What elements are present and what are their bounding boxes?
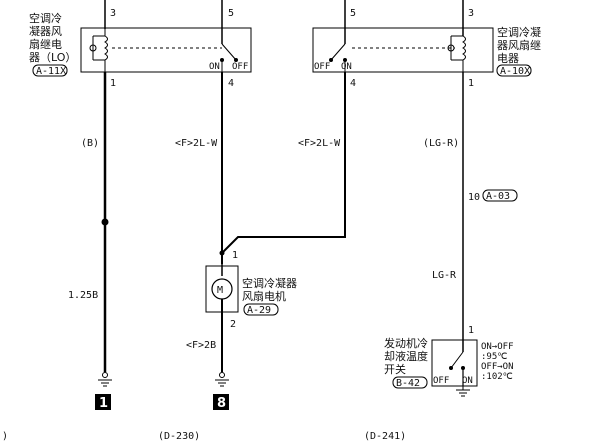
motor-pin-bottom: 2: [230, 319, 236, 330]
temp-switch-name: 发动机冷: [384, 336, 428, 350]
footer-left: ): [2, 431, 8, 441]
svg-text:电器: 电器: [497, 52, 519, 65]
temp-spec-2: :95℃: [481, 352, 507, 362]
switch-right-pin-top: 5: [350, 8, 356, 19]
temp-switch-pin: 1: [468, 325, 474, 336]
relay-lo-code: A-11X: [36, 66, 66, 77]
motor-code: A-29: [247, 305, 271, 316]
switch-left-off: OFF: [232, 62, 248, 72]
wire-lgr-paren-label: (LG-R): [423, 138, 459, 149]
splice-icon: [101, 218, 109, 226]
switch-right-on: ON: [341, 62, 352, 72]
connector-code: A-03: [486, 191, 510, 202]
switch-left-pin-top: 5: [228, 8, 234, 19]
motor-name: 空调冷凝器: [242, 276, 297, 290]
relay-main-name: 空调冷凝: [497, 25, 541, 39]
relay-main: 5 OFF ON 3 空调冷凝 器风扇继 电器 A-10X 4 1: [312, 0, 541, 89]
relay-main-code: A-10X: [500, 66, 530, 77]
wire-lgr-label: LG-R: [432, 270, 457, 281]
svg-text:扇继电: 扇继电: [29, 37, 62, 51]
relay-contact-right-icon: [330, 43, 346, 61]
svg-text:凝器风: 凝器风: [29, 24, 62, 38]
switch-right-pin-bottom: 4: [350, 78, 356, 89]
thermo-contact-icon: [450, 351, 464, 369]
wire-f2lw-left-label: <F>2L-W: [175, 138, 218, 149]
coolant-temp-switch: 1 OFF ON 发动机冷 却液温度 开关 B-42 ON→OFF :95℃ O…: [384, 325, 514, 389]
relay-lo-pin-top: 3: [110, 8, 116, 19]
relay-lo: 3 空调冷 凝器风 扇继电 器（LO） A-11X 5 ON OFF 1 4: [29, 0, 252, 89]
motor-code-badge: [243, 303, 279, 316]
switch-right-off: OFF: [314, 62, 330, 72]
relay-main-pin-bottom: 1: [468, 78, 474, 89]
connector-code-badge: [482, 189, 518, 202]
ground-left: 1: [95, 372, 112, 411]
relay-coil-right-icon: [462, 35, 466, 61]
footer-right: (D-241): [364, 431, 406, 441]
svg-text:风扇电机: 风扇电机: [242, 289, 286, 303]
wires: (B) 1.25B <F>2L-W <F>2L-W (LG-R) LG-R 10…: [68, 72, 518, 372]
temp-switch-off: OFF: [433, 376, 449, 386]
ground-right: [456, 386, 470, 397]
svg-text:开关: 开关: [384, 362, 406, 376]
relay-contact-icon: [221, 43, 237, 61]
svg-text:器风扇继: 器风扇继: [497, 38, 541, 52]
temp-spec-1: ON→OFF: [481, 342, 514, 352]
motor-pin-top: 1: [232, 250, 238, 261]
switch-left-on: ON: [209, 62, 220, 72]
svg-text:却液温度: 却液温度: [384, 349, 428, 363]
footer-mid: (D-230): [158, 431, 200, 441]
ground-8-number: 8: [217, 396, 226, 411]
wire-b-label: (B): [81, 138, 99, 149]
temp-switch-on: ON: [462, 376, 473, 386]
wire-125b-label: 1.25B: [68, 290, 98, 301]
relay-main-pin-top: 3: [468, 8, 474, 19]
relay-lo-code-badge: [32, 64, 68, 77]
footer-refs: ) (D-230) (D-241): [2, 431, 406, 442]
ground-mid: 8: [213, 372, 229, 411]
connector-pin: 10: [468, 192, 480, 203]
relay-lo-pin-bottom: 1: [110, 78, 116, 89]
ground-1-number: 1: [99, 396, 108, 411]
svg-text:器（LO）: 器（LO）: [29, 51, 76, 64]
switch-left-pin-bottom: 4: [228, 78, 234, 89]
temp-switch-code: B-42: [396, 378, 420, 389]
wire-f2lw-right-label: <F>2L-W: [298, 138, 341, 149]
wire-f2b-label: <F>2B: [186, 340, 216, 351]
motor-symbol: M: [217, 285, 223, 296]
fan-motor: 1 M 空调冷凝器 风扇电机 A-29 2 <F>2B: [186, 250, 297, 372]
temp-spec-3: OFF→ON: [481, 362, 514, 372]
relay-lo-name: 空调冷: [29, 11, 62, 25]
relay-main-code-badge: [496, 64, 532, 77]
relay-coil-icon: [104, 35, 108, 61]
temp-switch-code-badge: [392, 376, 428, 389]
temp-spec-4: :102℃: [481, 372, 513, 382]
